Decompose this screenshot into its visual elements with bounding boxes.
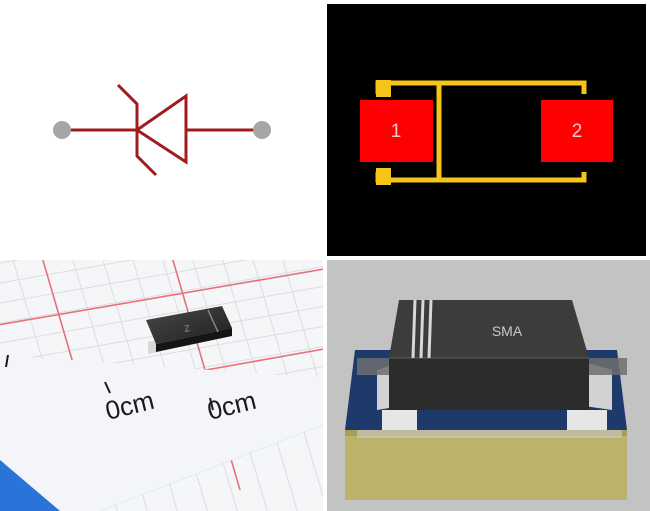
pin-1-dot: [53, 121, 71, 139]
schematic-symbol-panel: [0, 0, 323, 256]
pad-1: [360, 100, 433, 162]
cathode-stripes: [411, 299, 433, 359]
board-side: [345, 430, 627, 500]
3d-model: SMA: [327, 260, 650, 511]
package-label: SMA: [492, 323, 523, 339]
left-pad: [382, 410, 417, 430]
product-photo-panel: 0cm 0cm Z: [0, 260, 323, 511]
silkscreen-bottom: [375, 172, 587, 183]
pin1-marker-top: [376, 80, 391, 97]
footprint-drawing: 1 2: [360, 80, 613, 185]
ruler-paper: [0, 355, 323, 511]
pin1-marker-bottom: [376, 168, 391, 185]
pcb-footprint-panel: 1 2: [327, 4, 646, 256]
3d-model-panel: SMA: [327, 260, 650, 511]
diode-triangle: [134, 93, 188, 165]
pin-2-dot: [253, 121, 271, 139]
pad-2: [541, 100, 613, 162]
ruler-ticks: [5, 354, 214, 411]
package-front: [389, 358, 589, 410]
pad-2-label: 2: [572, 121, 583, 142]
silkscreen-top: [375, 80, 587, 94]
diode-component: Z: [146, 306, 232, 354]
package-top: [389, 300, 589, 358]
pad-1-label: 1: [391, 121, 402, 142]
zener-diode-symbol-icon: [53, 83, 271, 177]
zener-bar: [116, 83, 158, 177]
component-marking: Z: [183, 323, 191, 334]
right-pad: [567, 410, 607, 430]
product-photo: 0cm 0cm Z: [0, 260, 323, 511]
